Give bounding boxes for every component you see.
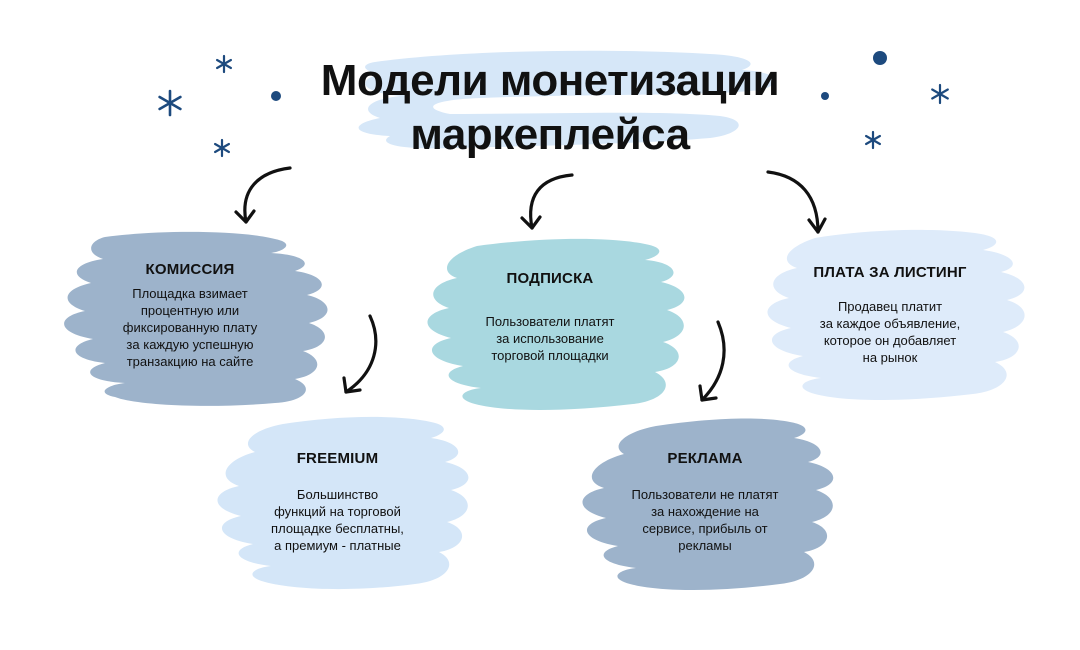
card-commission-brush: [64, 231, 328, 406]
brush-shape: [582, 418, 834, 590]
card-ads: РЕКЛАМА Пользователи не платят за нахожд…: [560, 412, 850, 600]
star-icon: [215, 54, 233, 74]
title-line-2: маркеплейса: [410, 110, 690, 159]
star-icon: [213, 138, 231, 158]
page-title: Модели монетизации маркеплейса: [280, 54, 820, 162]
brush-shape: [64, 231, 328, 406]
card-freemium-text: Большинство функций на торговой площадке…: [271, 487, 404, 553]
dot-icon: [873, 51, 887, 65]
card-subscription-brush: [427, 238, 685, 410]
card-listing: ПЛАТА ЗА ЛИСТИНГ Продавец платит за кажд…: [745, 222, 1035, 407]
card-freemium: FREEMIUM Большинство функций на торговой…: [195, 410, 480, 600]
title-brush: [358, 50, 776, 149]
card-listing-title: ПЛАТА ЗА ЛИСТИНГ: [813, 264, 967, 281]
arrow-to-listing: [766, 170, 827, 234]
dot-icon: [821, 92, 829, 100]
card-commission-text: Площадка взимает процентную или фиксиров…: [122, 286, 258, 369]
card-commission-title: КОМИССИЯ: [145, 261, 235, 278]
card-listing-brush: [767, 229, 1025, 400]
card-subscription: ПОДПИСКА Пользователи платят за использо…: [405, 232, 695, 417]
card-ads-brush: [582, 418, 834, 590]
card-ads-title: РЕКЛАМА: [667, 450, 743, 467]
card-subscription-title: ПОДПИСКА: [506, 270, 594, 287]
arrow-to-ads: [698, 320, 726, 402]
brush-shape: [217, 416, 469, 590]
card-ads-text: Пользователи не платят за нахождение на …: [631, 487, 779, 553]
star-icon: [864, 130, 882, 150]
star-icon: [158, 89, 182, 117]
brush-shape: [427, 238, 685, 410]
brush-shape: [767, 229, 1025, 400]
card-commission: КОМИССИЯ Площадка взимает процентную или…: [45, 225, 335, 410]
title-block: Модели монетизации маркеплейса: [280, 44, 820, 164]
arrow-to-subscription: [520, 173, 574, 230]
arrow-to-commission: [234, 166, 292, 224]
card-subscription-text: Пользователи платят за использование тор…: [485, 314, 615, 363]
card-freemium-brush: [217, 416, 469, 590]
arrow-to-freemium: [342, 314, 378, 394]
dot-icon: [271, 91, 281, 101]
card-freemium-title: FREEMIUM: [296, 450, 379, 467]
star-icon: [931, 83, 949, 105]
title-line-1: Модели монетизации: [320, 56, 780, 105]
card-listing-text: Продавец платит за каждое объявление, ко…: [819, 299, 961, 365]
